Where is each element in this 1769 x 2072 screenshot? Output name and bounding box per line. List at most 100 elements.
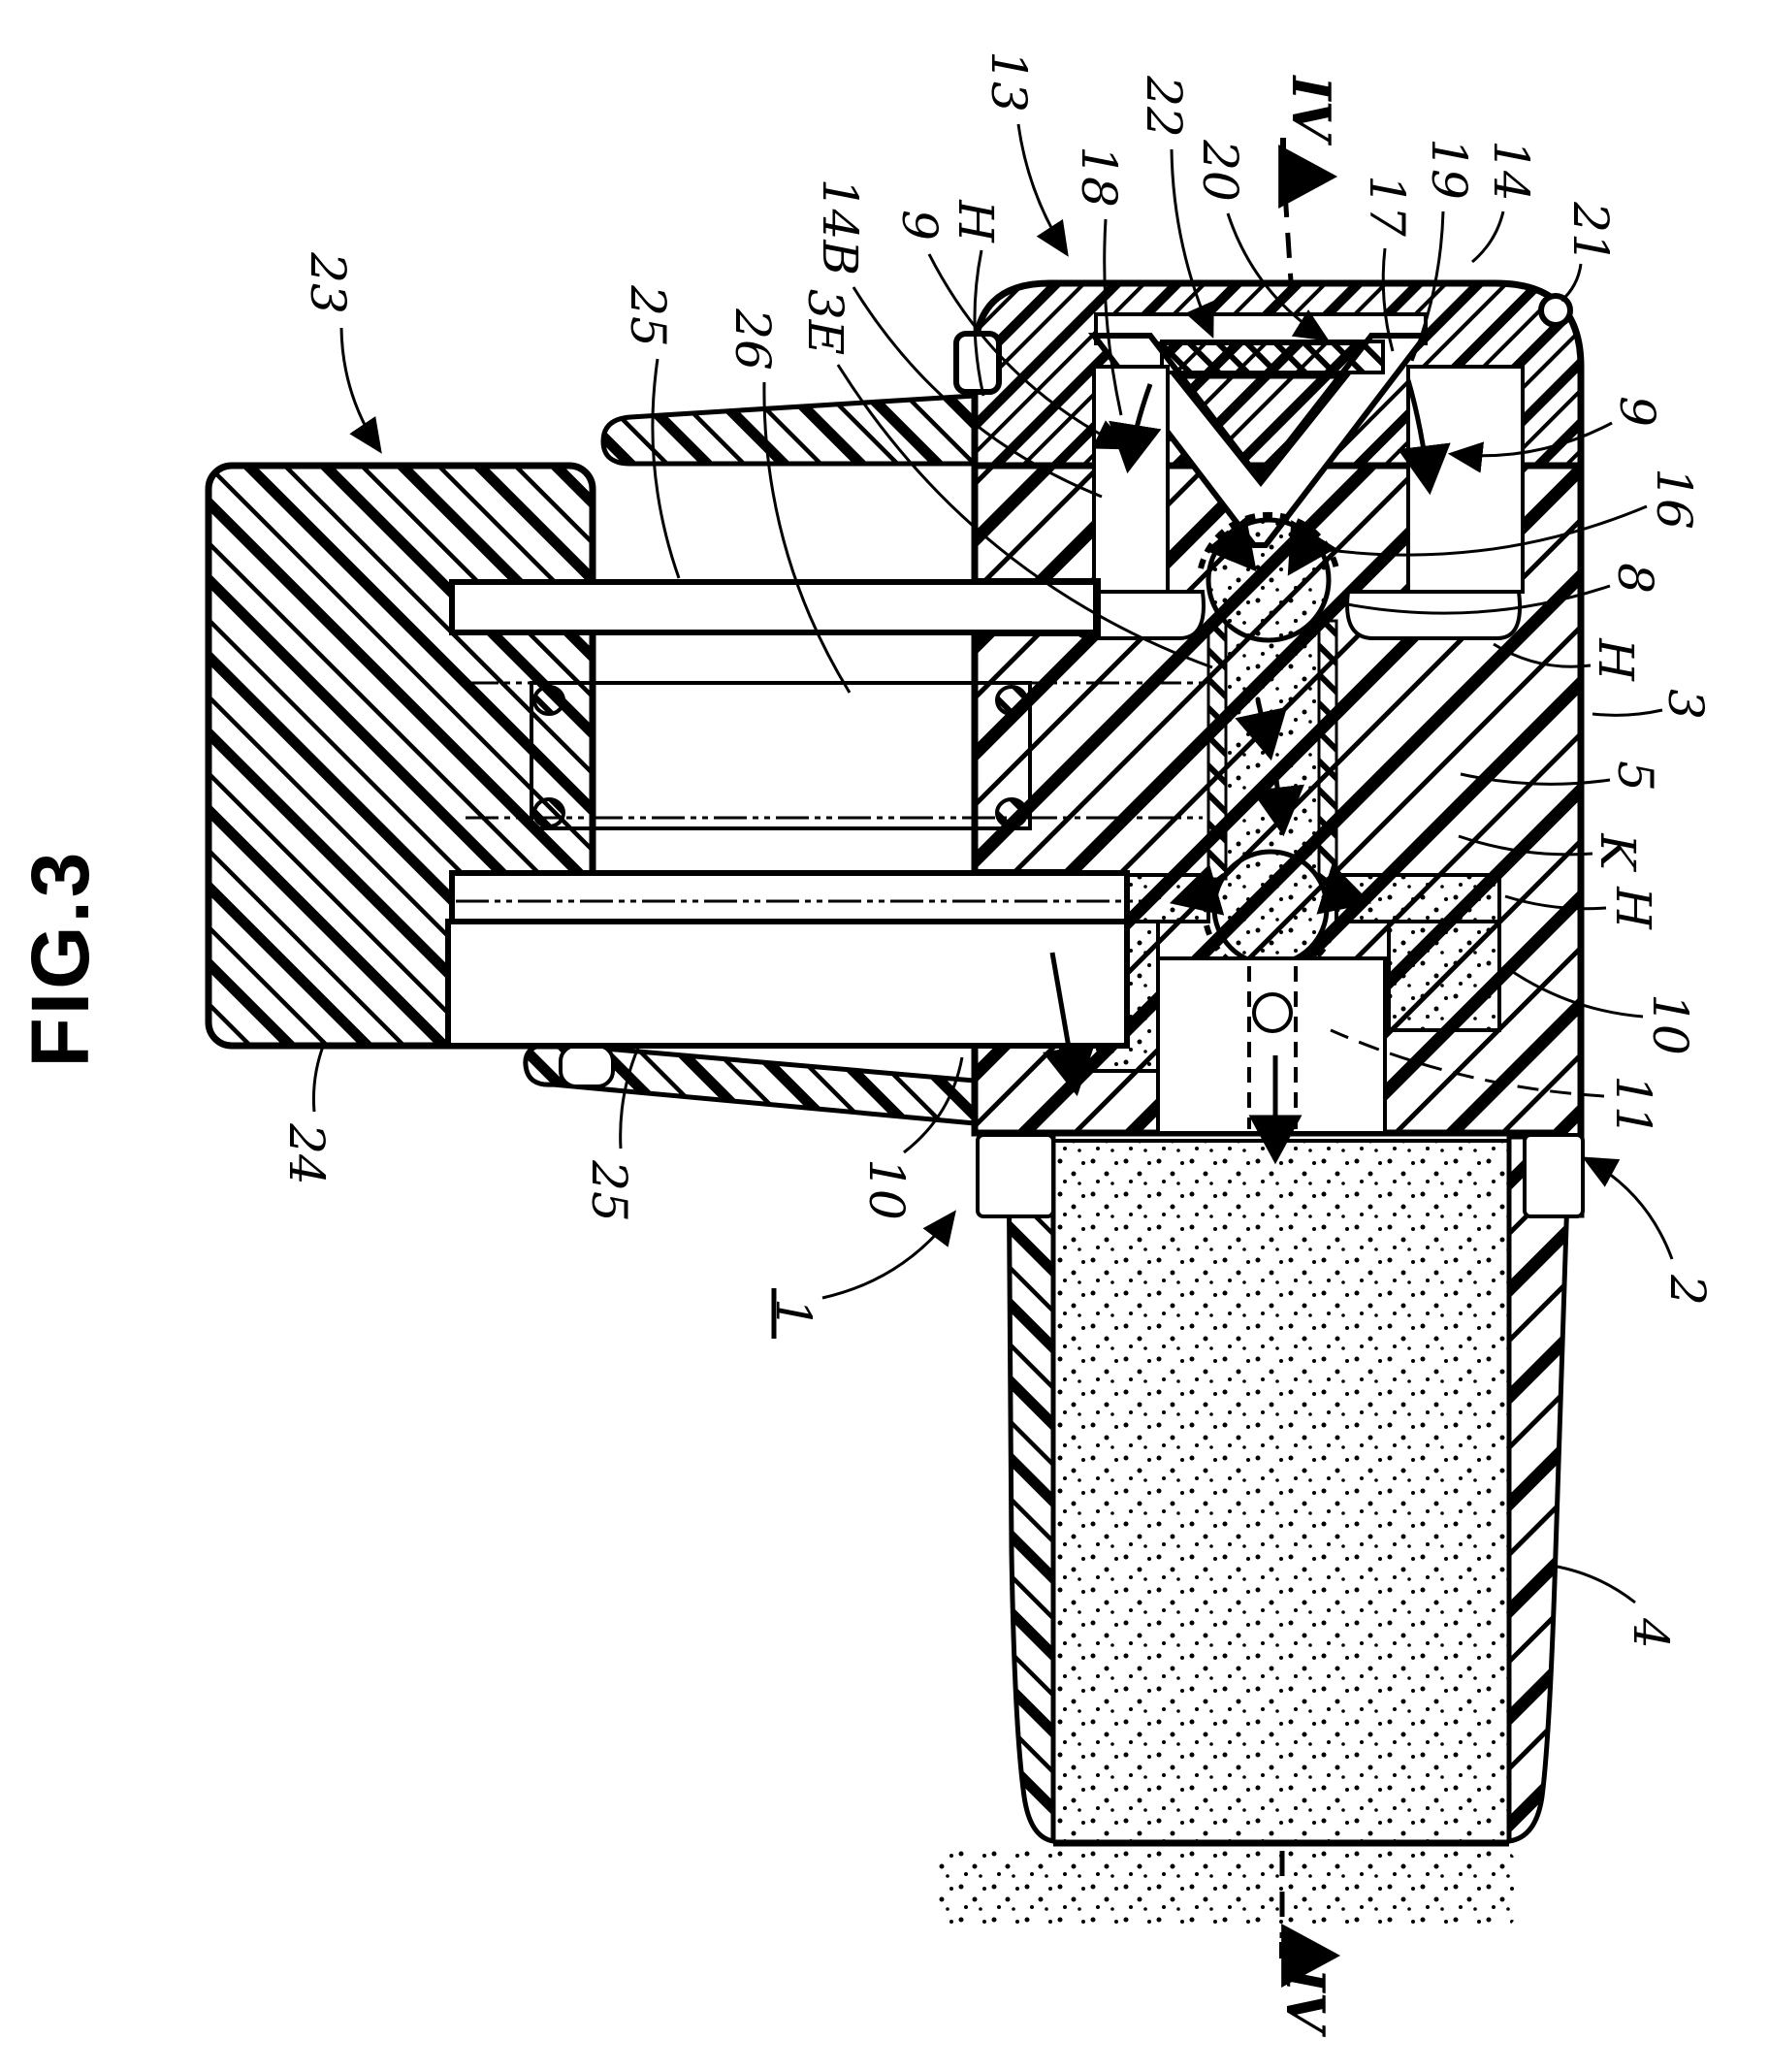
label-group-ref-18: 18 (1071, 146, 1127, 208)
leader-ref-1 (821, 1210, 956, 1300)
valve-seat-wedge (1170, 373, 1352, 488)
leader-ref-3E (836, 364, 1213, 669)
upper-skirt-flange (600, 393, 978, 467)
label-group-ref-1: 1 (765, 1288, 821, 1339)
label-group-ref-9-left: 9 (891, 210, 948, 241)
label-ref-8: 8 (1607, 563, 1663, 594)
label-group-sec-IV-top: IV (1280, 74, 1342, 146)
label-sec-IV-bottom: IV (1274, 1965, 1336, 2037)
outlet-orifice (1252, 992, 1293, 1033)
section-arrow-top (1278, 138, 1338, 209)
leader-ref-19 (1410, 210, 1445, 362)
o-ring-seal (532, 685, 565, 716)
outlet-housing (1156, 956, 1387, 1135)
stem-base-block (445, 919, 1130, 1049)
leader-ref-14B (852, 286, 1103, 499)
label-group-ref-20: 20 (1192, 139, 1248, 202)
leader-ref-9-left (927, 253, 1130, 450)
section-arrow-bottom (1279, 1924, 1341, 1988)
flow-arrow-right-chamber (1398, 379, 1451, 496)
label-group-ref-3: 3 (1657, 689, 1714, 720)
label-fig-title: FIG.3 (15, 849, 106, 1067)
flow-arrow-left-drop (1042, 952, 1096, 1097)
leader-ref-22 (1170, 148, 1214, 339)
label-ref-26: 26 (724, 308, 781, 371)
label-group-ref-5: 5 (1607, 761, 1663, 792)
label-group-ref-4: 4 (1623, 1617, 1679, 1649)
label-group-ref-H-right-mid: H (1605, 886, 1661, 930)
label-ref-25-upper: 25 (620, 284, 676, 347)
center-channel-powder (1226, 617, 1319, 881)
leader-ref-4 (1551, 1564, 1636, 1604)
right-drop-chamber (1387, 920, 1501, 1032)
leader-ref-18 (1103, 218, 1123, 416)
label-group-ref-22: 22 (1136, 75, 1192, 138)
label-ref-10-left: 10 (858, 1158, 915, 1220)
label-group-ref-14B: 14B (812, 178, 868, 275)
label-ref-4: 4 (1623, 1617, 1679, 1649)
section-marker-bottom (1279, 1851, 1341, 1988)
label-ref-11: 11 (1605, 1075, 1661, 1137)
stem-assembly (445, 579, 1203, 1049)
label-group-ref-19: 19 (1421, 138, 1477, 200)
label-group-ref-17: 17 (1359, 175, 1415, 237)
label-group-fig-title: FIG.3 (15, 849, 106, 1067)
leader-ref-10-left (903, 1056, 964, 1154)
leader-ref-24 (311, 1043, 326, 1113)
label-group-ref-25-upper: 25 (620, 284, 676, 347)
label-ref-19: 19 (1421, 138, 1477, 200)
flow-arrow-channel-1 (1235, 699, 1288, 761)
flow-arrows (1042, 379, 1451, 1165)
label-group-ref-8: 8 (1607, 563, 1663, 594)
leader-ref-14 (1471, 210, 1505, 264)
leader-ref-11 (1330, 1028, 1605, 1098)
label-group-ref-3E: 3E (797, 289, 853, 355)
leader-ref-5 (1460, 772, 1611, 786)
label-group-ref-13: 13 (981, 50, 1037, 113)
label-ref-25-lower: 25 (581, 1159, 637, 1222)
leader-ref-8 (1341, 584, 1611, 615)
flow-arrow-radial-left (1169, 863, 1226, 916)
label-ref-21: 21 (1562, 201, 1619, 264)
label-ref-20: 20 (1192, 139, 1248, 202)
valve-bulb (1211, 849, 1330, 967)
right-chamber-foot (1345, 590, 1522, 640)
leader-ref-26 (762, 381, 852, 694)
channel-wall-left (1206, 619, 1228, 881)
leader-ref-21 (1560, 263, 1583, 303)
label-ref-17: 17 (1359, 175, 1415, 237)
label-group-ref-24: 24 (278, 1122, 335, 1185)
label-ref-H-left: H (948, 199, 1004, 243)
label-ref-14: 14 (1483, 140, 1539, 202)
label-ref-3: 3 (1657, 689, 1714, 720)
leader-ref-10-right (1512, 970, 1644, 1019)
label-group-ref-K: K (1590, 832, 1646, 872)
label-ref-23: 23 (300, 251, 356, 314)
leader-ref-17 (1381, 247, 1395, 352)
label-group-sec-IV-bottom: IV (1274, 1965, 1336, 2037)
label-ref-K: K (1590, 832, 1646, 872)
label-group-ref-23: 23 (300, 251, 356, 314)
leader-ref-K (1458, 834, 1593, 857)
leader-ref-25-upper (651, 358, 681, 579)
left-vent-chamber (1092, 365, 1170, 594)
label-ref-16: 16 (1646, 468, 1702, 530)
label-group-ref-16: 16 (1646, 468, 1702, 530)
label-group-ref-9-right: 9 (1609, 396, 1665, 427)
skirt-tab (559, 1044, 615, 1088)
label-ref-22: 22 (1136, 75, 1192, 138)
slit-plate (1160, 340, 1385, 374)
leader-ref-9-right (1447, 421, 1613, 473)
label-group-ref-H-left: H (948, 199, 1004, 243)
leader-ref-2 (1582, 1156, 1674, 1260)
leader-ref-13 (1016, 123, 1069, 257)
flow-arrow-dome-right (1287, 519, 1336, 576)
vent-hole-21 (1538, 293, 1573, 328)
flow-arrow-channel-2 (1251, 779, 1304, 837)
label-ref-14B: 14B (812, 178, 868, 275)
label-ref-3E: 3E (797, 289, 853, 355)
container-wall-left (1006, 1134, 1056, 1844)
